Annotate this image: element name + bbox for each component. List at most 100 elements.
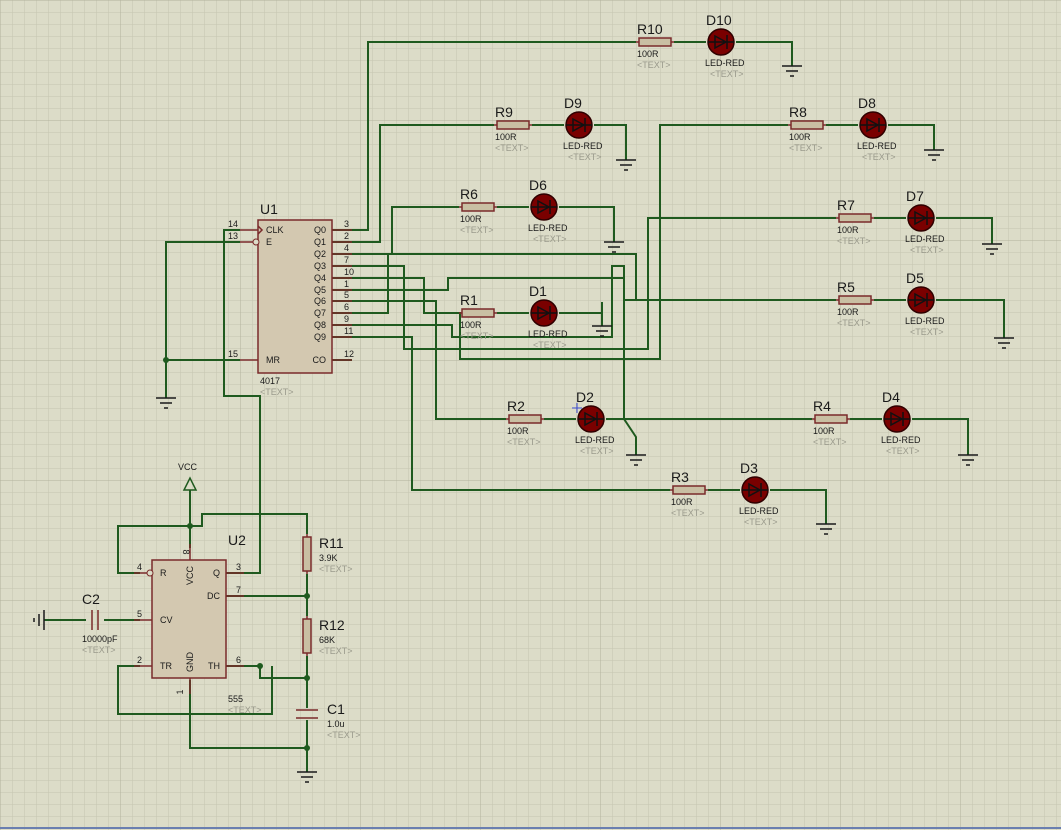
capacitor-value: 10000pF [82, 634, 118, 644]
resistor-body [508, 414, 542, 424]
resistor-body [672, 485, 706, 495]
wire-enable [165, 241, 240, 398]
resistor-text: <TEXT> [837, 236, 871, 246]
junctions [163, 357, 310, 751]
pin-number: 1 [344, 279, 349, 289]
led-ref: D7 [906, 188, 924, 204]
led-text: <TEXT> [886, 446, 920, 456]
pin-name: TR [160, 661, 172, 671]
vcc-terminal[interactable]: VCC [178, 462, 198, 494]
timer-ref: U2 [228, 532, 246, 548]
resistor-ref: R8 [789, 104, 807, 120]
ground-icon [616, 159, 636, 171]
pin-name: Q0 [314, 225, 326, 235]
resistor-ref: R5 [837, 279, 855, 295]
led-ref: D9 [564, 95, 582, 111]
resistor-value: 100R [637, 49, 659, 59]
resistor-body [638, 37, 672, 47]
capacitor-text: <TEXT> [327, 730, 361, 740]
wire-d4-gnd [912, 418, 969, 455]
crosshair-cursor-icon [572, 403, 582, 413]
led-ref: D10 [706, 12, 732, 28]
diode-symbol-icon [742, 482, 768, 498]
ground-symbols [33, 65, 1014, 783]
wire-d2-gnd [606, 418, 637, 455]
wire-tr [117, 665, 273, 715]
led-text: <TEXT> [744, 517, 778, 527]
wire-vcc-r11 [117, 525, 190, 574]
pin-number: 6 [236, 655, 241, 665]
pin-name: TH [208, 661, 220, 671]
counter-pin-q2: 4Q2 [314, 243, 352, 259]
pin-name: E [266, 237, 272, 247]
pin-number: 10 [344, 267, 354, 277]
led-text: <TEXT> [862, 152, 896, 162]
resistor-body [302, 618, 312, 654]
led-text: <TEXT> [910, 327, 944, 337]
counter-text: <TEXT> [260, 387, 294, 397]
resistor-value: 100R [495, 132, 517, 142]
capacitor-c1[interactable]: C11.0u<TEXT> [296, 701, 361, 740]
ground-icon [33, 610, 45, 630]
led-value: LED-RED [528, 223, 568, 233]
pin-number: 13 [228, 231, 238, 241]
ground-icon [782, 65, 802, 77]
counter-pin-q7: 6Q7 [314, 302, 352, 318]
pin-number: 7 [236, 585, 241, 595]
pin-name: DC [207, 591, 220, 601]
led-text: <TEXT> [580, 446, 614, 456]
pin-name: Q7 [314, 308, 326, 318]
resistor-body [814, 414, 848, 424]
wire-q1-r9 [332, 124, 494, 243]
resistor-value: 100R [813, 426, 835, 436]
resistor-ref: R1 [460, 292, 478, 308]
resistor-value: 3.9K [319, 553, 338, 563]
diode-symbol-icon [908, 292, 934, 308]
counter-pin-q6: 5Q6 [314, 290, 352, 306]
resistor-value: 100R [460, 320, 482, 330]
resistor-ref: R9 [495, 104, 513, 120]
timer-type: 555 [228, 694, 243, 704]
resistor-text: <TEXT> [507, 437, 541, 447]
resistor-ref: R12 [319, 617, 345, 633]
ground-icon [816, 523, 836, 535]
ground-icon [626, 454, 646, 466]
counter-type: 4017 [260, 376, 280, 386]
resistor-ref: R11 [319, 535, 344, 551]
led-ref: D2 [576, 389, 594, 405]
timer-pin-th: 6TH [208, 655, 244, 671]
wire-d10-gnd [736, 41, 793, 66]
pin-number: 5 [344, 290, 349, 300]
resistor-ref: R4 [813, 398, 831, 414]
pin-name: Q5 [314, 285, 326, 295]
